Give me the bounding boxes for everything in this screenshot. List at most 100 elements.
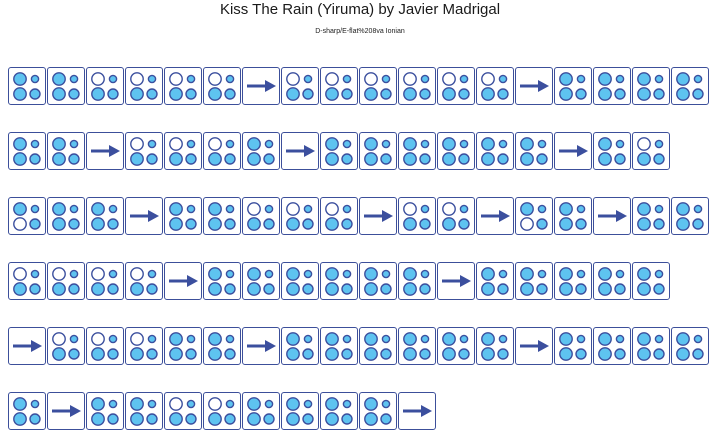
- hole-bottom-left: [442, 347, 456, 361]
- hole-bottom-left: [169, 217, 183, 231]
- hole-top-right: [537, 139, 547, 149]
- hole-top-left: [520, 202, 534, 216]
- fingering-cell: [86, 67, 124, 105]
- fingering-cell: [125, 262, 163, 300]
- hole-bottom-left: [208, 412, 222, 426]
- hole-top-left: [130, 397, 144, 411]
- hole-top-right: [147, 139, 157, 149]
- hole-top-right: [303, 74, 313, 84]
- hole-bottom-left: [130, 87, 144, 101]
- tab-row: [8, 132, 670, 170]
- hole-top-right: [225, 334, 235, 344]
- hole-top-left: [91, 332, 105, 346]
- hole-bottom-right: [224, 283, 236, 295]
- hole-top-left: [52, 267, 66, 281]
- fingering-cell: [398, 132, 436, 170]
- hole-bottom-left: [286, 87, 300, 101]
- hole-top-left: [91, 202, 105, 216]
- hole-top-right: [420, 139, 430, 149]
- hole-bottom-right: [185, 348, 197, 360]
- fingering-cell: [320, 67, 358, 105]
- hole-bottom-left: [130, 152, 144, 166]
- hole-bottom-left: [325, 217, 339, 231]
- hole-bottom-left: [247, 282, 261, 296]
- hole-bottom-right: [224, 218, 236, 230]
- hole-top-right: [654, 139, 664, 149]
- hole-bottom-right: [380, 348, 392, 360]
- hole-top-left: [169, 202, 183, 216]
- hole-top-right: [147, 334, 157, 344]
- fingering-cell: [8, 132, 46, 170]
- hole-bottom-right: [653, 348, 665, 360]
- hole-top-left: [637, 332, 651, 346]
- hole-bottom-left: [91, 282, 105, 296]
- hole-top-left: [130, 332, 144, 346]
- hole-bottom-left: [286, 217, 300, 231]
- fingering-cell: [203, 132, 241, 170]
- hole-top-right: [342, 399, 352, 409]
- hole-bottom-right: [185, 153, 197, 165]
- hole-top-right: [264, 399, 274, 409]
- hole-bottom-left: [637, 87, 651, 101]
- hole-top-right: [654, 334, 664, 344]
- hole-top-left: [364, 397, 378, 411]
- fingering-cell: [8, 197, 46, 235]
- fingering-cell: [437, 197, 475, 235]
- hole-bottom-left: [286, 282, 300, 296]
- hole-bottom-right: [341, 88, 353, 100]
- fingering-cell: [476, 67, 514, 105]
- hole-bottom-left: [325, 152, 339, 166]
- hole-bottom-left: [364, 347, 378, 361]
- hole-bottom-right: [497, 153, 509, 165]
- hole-top-right: [615, 139, 625, 149]
- hole-top-left: [442, 137, 456, 151]
- hole-top-left: [676, 202, 690, 216]
- arrow-cell: [8, 327, 46, 365]
- hole-top-left: [286, 397, 300, 411]
- hole-bottom-right: [107, 348, 119, 360]
- fingering-cell: [554, 67, 592, 105]
- hole-bottom-right: [68, 88, 80, 100]
- hole-bottom-right: [575, 218, 587, 230]
- fingering-cell: [320, 132, 358, 170]
- hole-top-right: [69, 74, 79, 84]
- hole-top-left: [52, 332, 66, 346]
- arrow-right-icon: [538, 80, 549, 92]
- hole-bottom-left: [52, 282, 66, 296]
- hole-bottom-right: [29, 88, 41, 100]
- hole-top-left: [286, 332, 300, 346]
- hole-top-right: [498, 74, 508, 84]
- fingering-cell: [164, 132, 202, 170]
- hole-top-left: [676, 332, 690, 346]
- hole-top-right: [30, 269, 40, 279]
- hole-bottom-right: [263, 283, 275, 295]
- hole-top-left: [403, 137, 417, 151]
- hole-top-right: [381, 269, 391, 279]
- hole-top-left: [559, 267, 573, 281]
- hole-bottom-left: [13, 217, 27, 231]
- fingering-cell: [398, 327, 436, 365]
- hole-top-right: [108, 399, 118, 409]
- hole-top-left: [442, 72, 456, 86]
- fingering-cell: [515, 132, 553, 170]
- arrow-right-icon: [265, 340, 276, 352]
- hole-top-right: [186, 74, 196, 84]
- hole-bottom-left: [169, 412, 183, 426]
- hole-bottom-right: [419, 348, 431, 360]
- hole-bottom-left: [52, 217, 66, 231]
- fingering-cell: [398, 67, 436, 105]
- fingering-cell: [8, 392, 46, 430]
- hole-top-right: [615, 74, 625, 84]
- fingering-cell: [515, 197, 553, 235]
- arrow-cell: [86, 132, 124, 170]
- hole-top-right: [576, 269, 586, 279]
- hole-top-right: [225, 399, 235, 409]
- hole-bottom-left: [481, 87, 495, 101]
- fingering-cell: [242, 262, 280, 300]
- hole-top-left: [286, 267, 300, 281]
- hole-bottom-right: [224, 413, 236, 425]
- fingering-cell: [203, 327, 241, 365]
- fingering-cell: [632, 132, 670, 170]
- hole-top-left: [91, 397, 105, 411]
- hole-bottom-left: [520, 217, 534, 231]
